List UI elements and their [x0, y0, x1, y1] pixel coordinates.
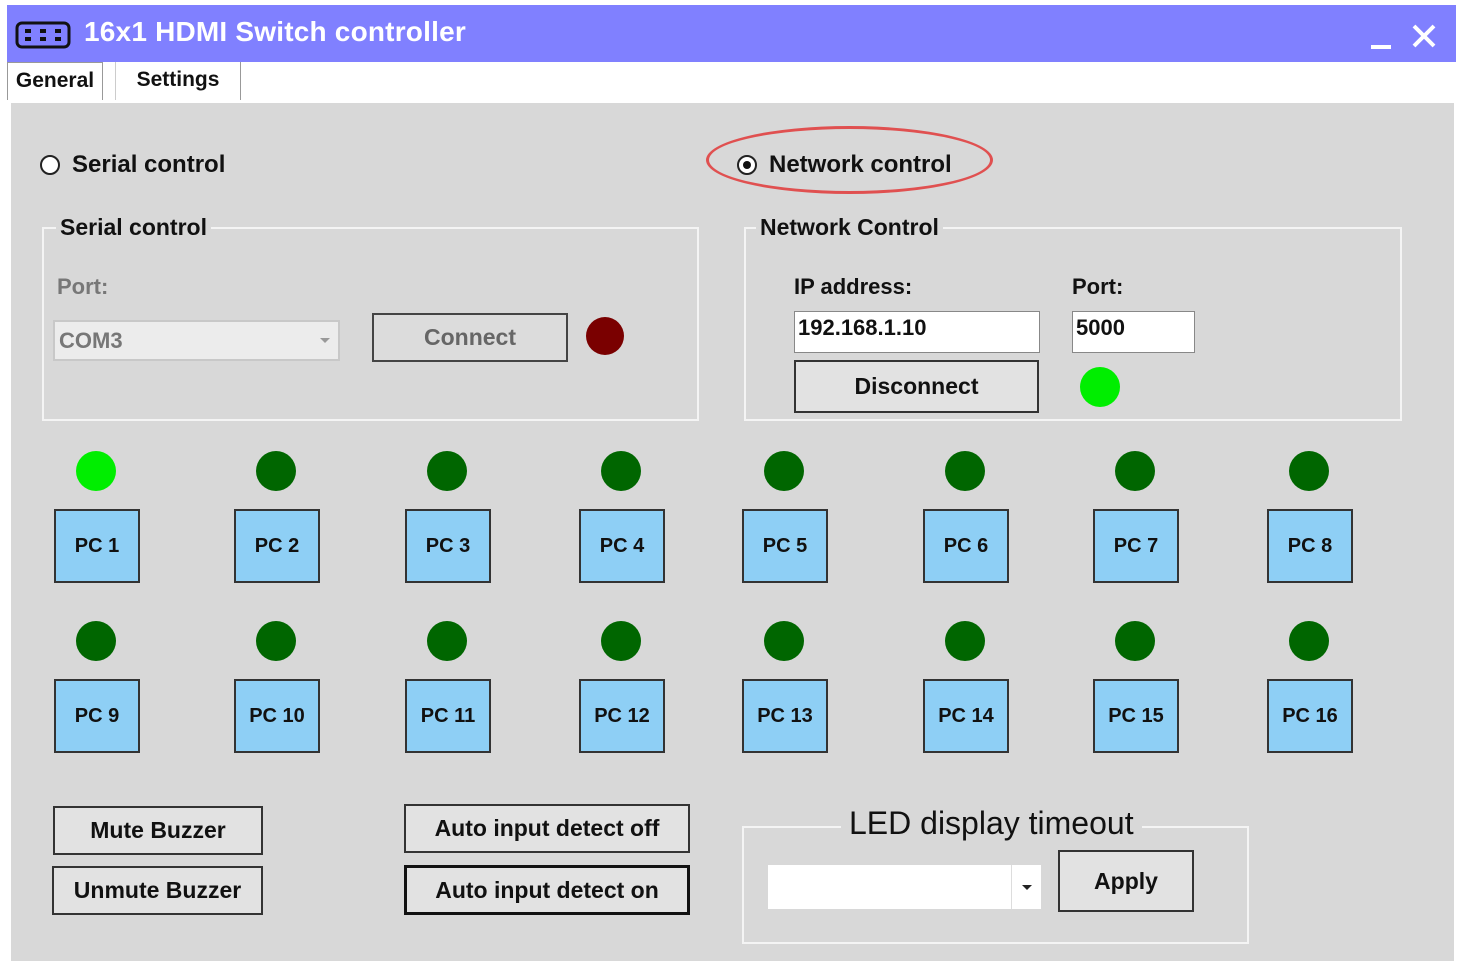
- unmute-buzzer-button[interactable]: Unmute Buzzer: [52, 866, 263, 915]
- apply-button[interactable]: Apply: [1058, 850, 1194, 912]
- input-status-led: [1115, 621, 1155, 661]
- ip-address-label: IP address:: [794, 274, 913, 299]
- input-button-pc-7[interactable]: PC 7: [1093, 509, 1179, 583]
- serial-control-group: Serial control Port: COM3 Connect: [42, 214, 699, 421]
- input-button-pc-15[interactable]: PC 15: [1093, 679, 1179, 753]
- input-status-led: [427, 451, 467, 491]
- network-control-group: Network Control IP address: Port: 192.16…: [744, 214, 1402, 421]
- input-button-pc-16[interactable]: PC 16: [1267, 679, 1353, 753]
- connect-button[interactable]: Connect: [372, 313, 568, 362]
- input-status-led: [256, 621, 296, 661]
- network-port-input[interactable]: 5000: [1072, 311, 1195, 353]
- auto-detect-on-button[interactable]: Auto input detect on: [404, 865, 690, 915]
- input-status-led: [601, 451, 641, 491]
- input-button-pc-8[interactable]: PC 8: [1267, 509, 1353, 583]
- input-status-led: [1115, 451, 1155, 491]
- serial-port-select[interactable]: COM3: [53, 320, 340, 361]
- network-control-radio-label: Network control: [769, 151, 952, 178]
- chevron-down-icon: [320, 338, 330, 343]
- input-button-pc-14[interactable]: PC 14: [923, 679, 1009, 753]
- input-button-pc-6[interactable]: PC 6: [923, 509, 1009, 583]
- minimize-icon[interactable]: [1369, 25, 1393, 51]
- input-button-pc-13[interactable]: PC 13: [742, 679, 828, 753]
- serial-radio-dot[interactable]: [40, 155, 60, 175]
- input-button-pc-5[interactable]: PC 5: [742, 509, 828, 583]
- keypad-icon: [15, 21, 71, 49]
- tab-settings[interactable]: Settings: [115, 62, 241, 100]
- input-button-pc-12[interactable]: PC 12: [579, 679, 665, 753]
- serial-group-legend: Serial control: [56, 214, 211, 241]
- input-status-led: [76, 451, 116, 491]
- input-button-pc-4[interactable]: PC 4: [579, 509, 665, 583]
- input-button-pc-3[interactable]: PC 3: [405, 509, 491, 583]
- chevron-down-icon[interactable]: [1011, 865, 1041, 909]
- serial-port-value: COM3: [59, 328, 123, 353]
- input-status-led: [256, 451, 296, 491]
- led-timeout-select[interactable]: [768, 865, 1041, 909]
- input-status-led: [945, 621, 985, 661]
- input-status-led: [764, 451, 804, 491]
- network-status-led: [1080, 367, 1120, 407]
- network-radio-dot[interactable]: [737, 155, 757, 175]
- input-status-led: [945, 451, 985, 491]
- input-button-pc-10[interactable]: PC 10: [234, 679, 320, 753]
- input-button-pc-11[interactable]: PC 11: [405, 679, 491, 753]
- input-status-led: [76, 621, 116, 661]
- serial-control-radio[interactable]: Serial control: [40, 151, 225, 179]
- input-button-pc-2[interactable]: PC 2: [234, 509, 320, 583]
- window-title: 16x1 HDMI Switch controller: [84, 16, 466, 47]
- network-control-radio[interactable]: Network control: [737, 151, 952, 179]
- auto-detect-off-button[interactable]: Auto input detect off: [404, 804, 690, 853]
- input-button-pc-1[interactable]: PC 1: [54, 509, 140, 583]
- network-group-legend: Network Control: [756, 214, 943, 241]
- led-timeout-title: LED display timeout: [841, 805, 1142, 842]
- title-bar: 16x1 HDMI Switch controller: [7, 5, 1456, 62]
- mute-buzzer-button[interactable]: Mute Buzzer: [53, 806, 263, 855]
- input-status-led: [601, 621, 641, 661]
- led-timeout-group: LED display timeout Apply: [742, 805, 1249, 944]
- disconnect-button[interactable]: Disconnect: [794, 360, 1039, 413]
- input-button-pc-9[interactable]: PC 9: [54, 679, 140, 753]
- input-status-led: [1289, 621, 1329, 661]
- tab-strip: General Settings: [7, 62, 1456, 104]
- serial-control-radio-label: Serial control: [72, 151, 226, 178]
- close-icon[interactable]: [1407, 19, 1441, 53]
- serial-port-label: Port:: [57, 274, 109, 299]
- input-status-led: [427, 621, 467, 661]
- input-status-led: [764, 621, 804, 661]
- network-port-label: Port:: [1072, 274, 1124, 299]
- input-status-led: [1289, 451, 1329, 491]
- highlight-ellipse: [706, 126, 993, 194]
- general-panel: Serial control Network control Serial co…: [11, 103, 1454, 961]
- ip-address-input[interactable]: 192.168.1.10: [794, 311, 1040, 353]
- tab-general[interactable]: General: [7, 62, 103, 100]
- serial-status-led: [586, 317, 624, 355]
